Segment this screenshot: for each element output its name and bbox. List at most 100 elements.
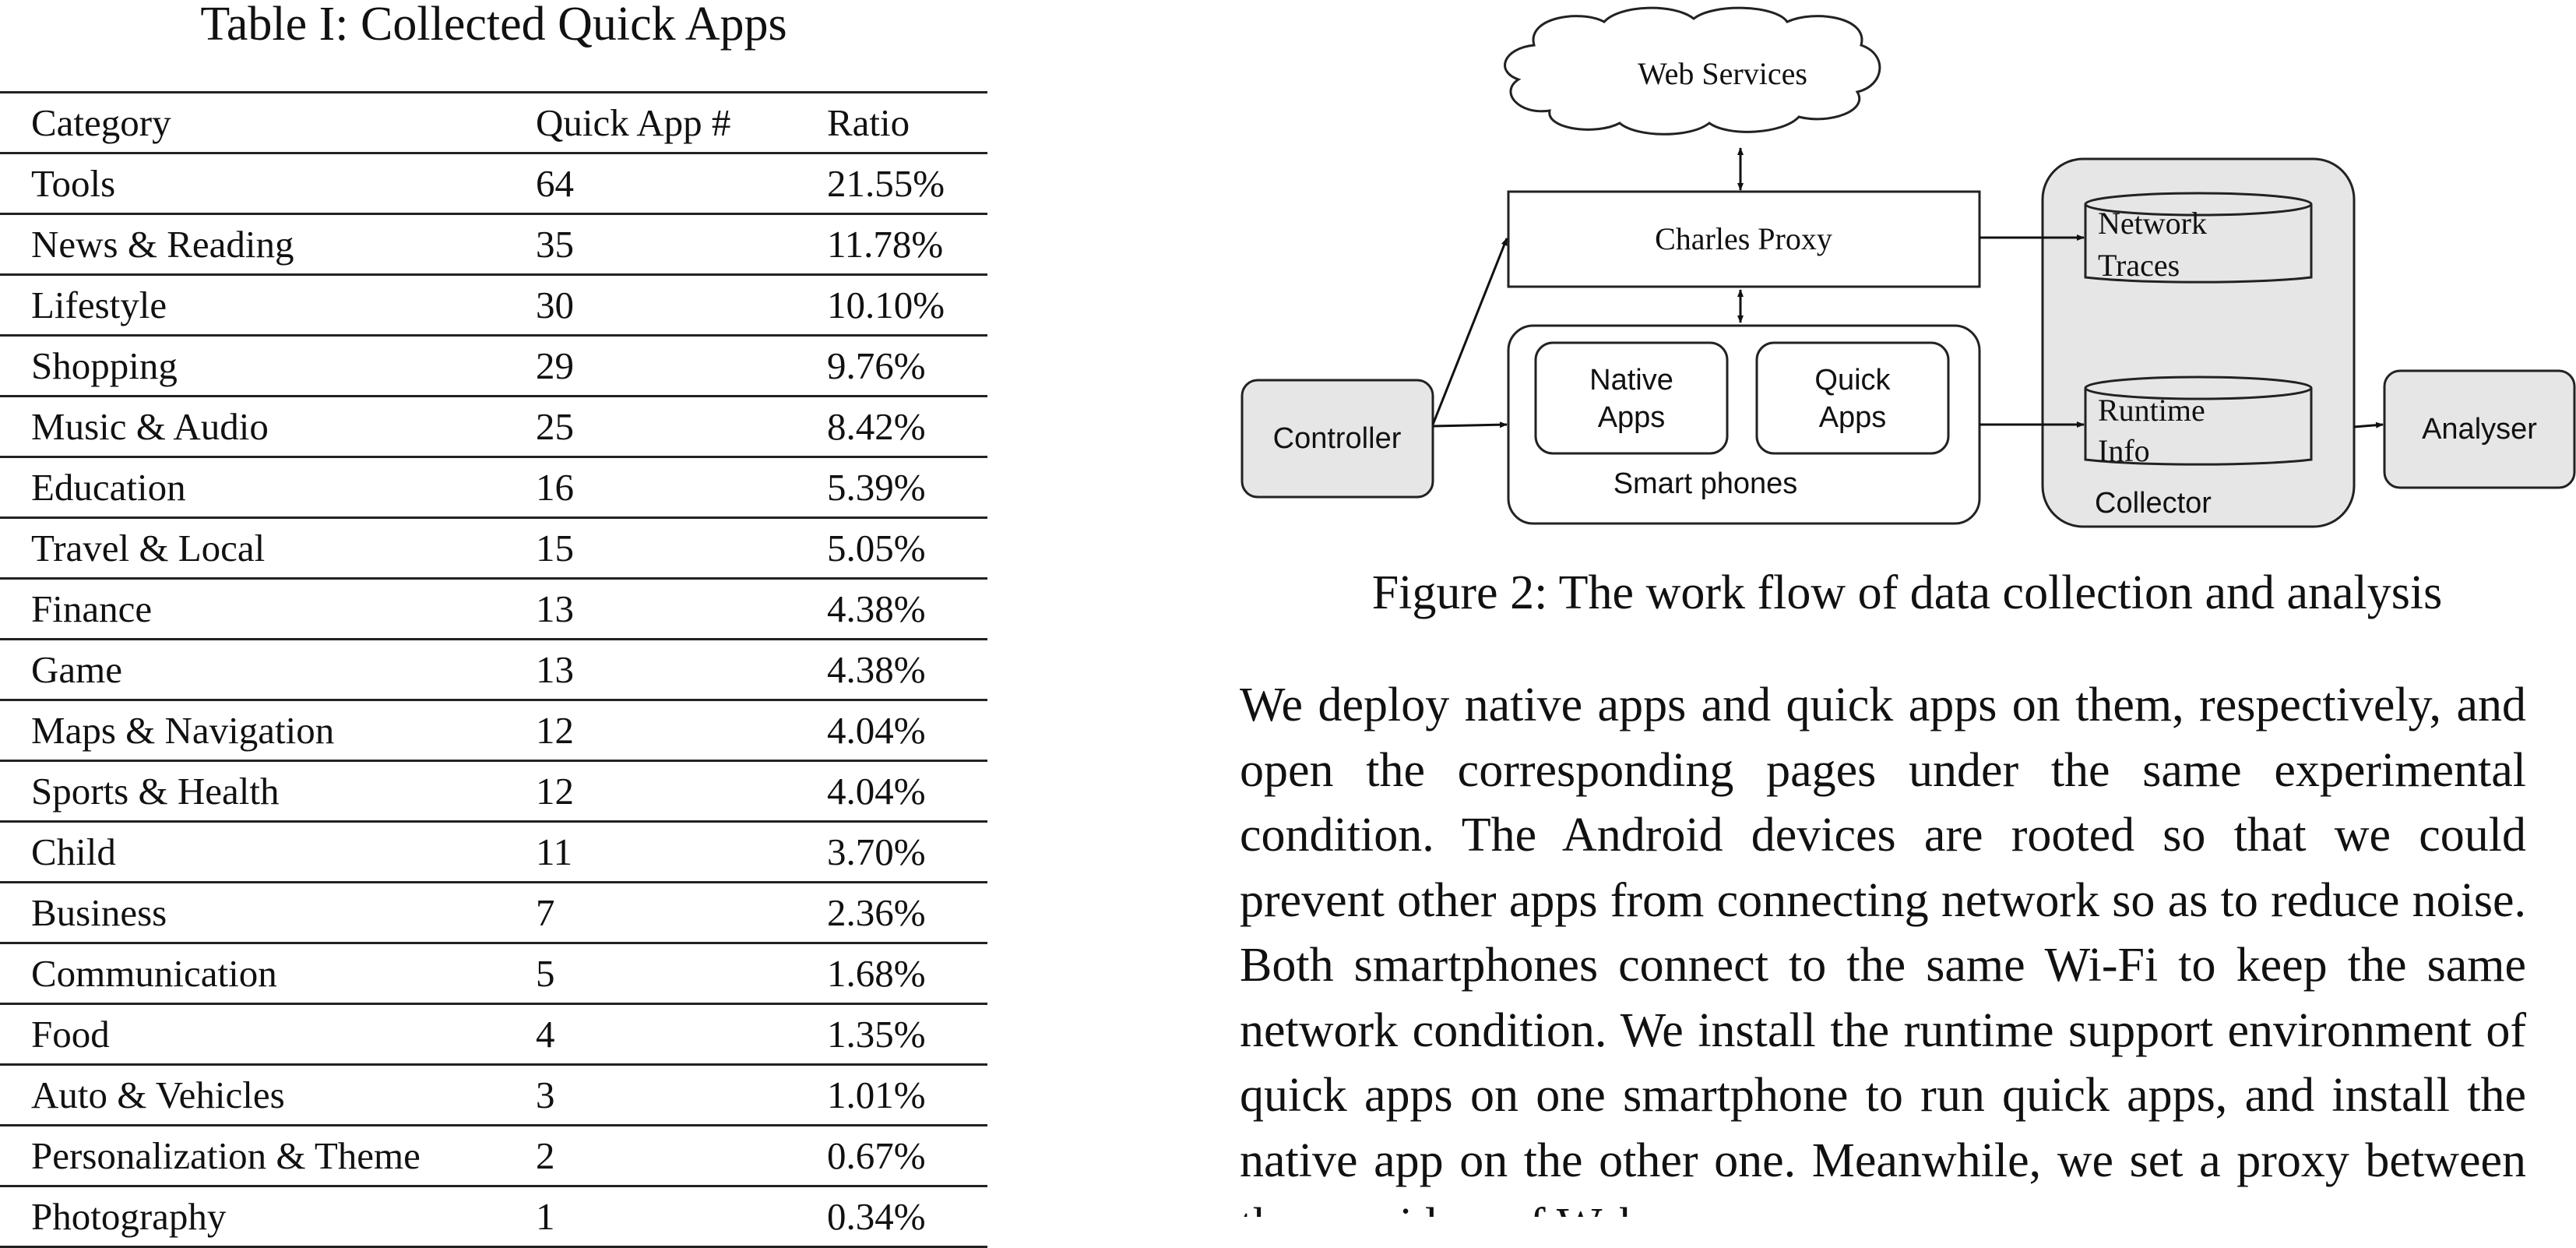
controller-phones-arrow <box>1432 421 1508 428</box>
collector-analyser-arrow <box>2353 421 2384 428</box>
cell-quick-app-count: 25 <box>505 396 796 458</box>
cell-quick-app-count: 12 <box>505 700 796 762</box>
cell-category: Maps & Navigation <box>0 700 505 762</box>
cell-category: Business <box>0 882 505 944</box>
cell-category: Communication <box>0 943 505 1005</box>
cell-ratio: 3.70% <box>796 821 987 883</box>
runtime-info-db: Runtime Info <box>2084 375 2313 468</box>
runtime-info-label-line2: Info <box>2098 433 2150 468</box>
cell-quick-app-count: 35 <box>505 213 796 276</box>
cell-category: News & Reading <box>0 213 505 276</box>
workflow-diagram: Web Services Charles Proxy Native Apps Q… <box>1240 6 2576 528</box>
cell-ratio: 1.68% <box>796 943 987 1005</box>
cell-quick-app-count: 3 <box>505 1064 796 1126</box>
cell-ratio: 0.67% <box>796 1125 987 1187</box>
cell-ratio: 8.42% <box>796 396 987 458</box>
cell-quick-app-count: 5 <box>505 943 796 1005</box>
cell-category: Game <box>0 639 505 701</box>
cell-category: Music & Audio <box>0 396 505 458</box>
cell-quick-app-count: 12 <box>505 760 796 823</box>
cell-quick-app-count: 4 <box>505 1003 796 1066</box>
cell-category: Personalization & Theme <box>0 1125 505 1187</box>
table-header-row: Category Quick App # Ratio <box>0 91 987 154</box>
analyser-box: Analyser <box>2383 369 2576 489</box>
cell-ratio: 4.04% <box>796 700 987 762</box>
cell-ratio: 11.78% <box>796 213 987 276</box>
cell-ratio: 4.38% <box>796 639 987 701</box>
quick-apps-label-line1: Quick <box>1814 364 1891 397</box>
cell-ratio: 5.39% <box>796 457 987 519</box>
cell-category: Travel & Local <box>0 517 505 580</box>
cell-quick-app-count: 30 <box>505 274 796 337</box>
figure-caption: Figure 2: The work flow of data collecti… <box>1371 566 2443 619</box>
cell-ratio: 5.05% <box>796 517 987 580</box>
cell-category: Tools <box>0 153 505 215</box>
collector-label: Collector <box>2095 487 2212 520</box>
smart-phones-box: Native Apps Quick Apps Smart phones <box>1507 324 1981 525</box>
cell-ratio: 21.55% <box>796 153 987 215</box>
cell-quick-app-count: 64 <box>505 153 796 215</box>
native-apps-box <box>1534 341 1729 455</box>
smart-phones-label: Smart phones <box>1614 467 1798 500</box>
header-ratio: Ratio <box>796 91 987 154</box>
controller-proxy-arrow <box>1431 238 1508 425</box>
cell-quick-app-count: 7 <box>505 882 796 944</box>
runtime-info-label-line1: Runtime <box>2098 393 2205 428</box>
cell-quick-app-count: 11 <box>505 821 796 883</box>
native-apps-label-line1: Native <box>1589 364 1673 397</box>
cell-category: Lifestyle <box>0 274 505 337</box>
cell-quick-app-count: 29 <box>505 335 796 397</box>
cell-ratio: 4.38% <box>796 578 987 640</box>
controller-box: Controller <box>1240 379 1434 499</box>
header-quick-app-count: Quick App # <box>505 91 796 154</box>
cell-ratio: 9.76% <box>796 335 987 397</box>
cell-category: Finance <box>0 578 505 640</box>
header-category: Category <box>0 91 505 154</box>
cell-category: Auto & Vehicles <box>0 1064 505 1126</box>
body-text: We deploy native apps and quick apps on … <box>1240 673 2526 1217</box>
web-services-label: Web Services <box>1638 56 1807 91</box>
cell-category: Child <box>0 821 505 883</box>
body-paragraph: We deploy native apps and quick apps on … <box>1240 679 2526 1217</box>
cell-ratio: 1.35% <box>796 1003 987 1066</box>
cell-category: Food <box>0 1003 505 1066</box>
cell-category: Sports & Health <box>0 760 505 823</box>
cell-category: Education <box>0 457 505 519</box>
cell-ratio: 10.10% <box>796 274 987 337</box>
cell-category: Shopping <box>0 335 505 397</box>
quick-apps-box <box>1755 341 1950 455</box>
native-apps-label-line2: Apps <box>1598 401 1666 434</box>
charles-proxy-box: Charles Proxy <box>1507 190 1981 288</box>
cell-quick-app-count: 2 <box>505 1125 796 1187</box>
network-traces-db: Network Traces <box>2084 192 2313 284</box>
cell-ratio: 4.04% <box>796 760 987 823</box>
cell-quick-app-count: 15 <box>505 517 796 580</box>
cell-quick-app-count: 13 <box>505 639 796 701</box>
analyser-label: Analyser <box>2422 413 2537 446</box>
controller-label: Controller <box>1273 422 1402 455</box>
collector-box: Network Traces Runtime Info Collector <box>2041 157 2356 528</box>
workflow-figure: Web Services Charles Proxy Native Apps Q… <box>1238 0 2576 538</box>
cell-ratio: 1.01% <box>796 1064 987 1126</box>
cell-ratio: 2.36% <box>796 882 987 944</box>
network-traces-label-line1: Network <box>2098 206 2207 241</box>
